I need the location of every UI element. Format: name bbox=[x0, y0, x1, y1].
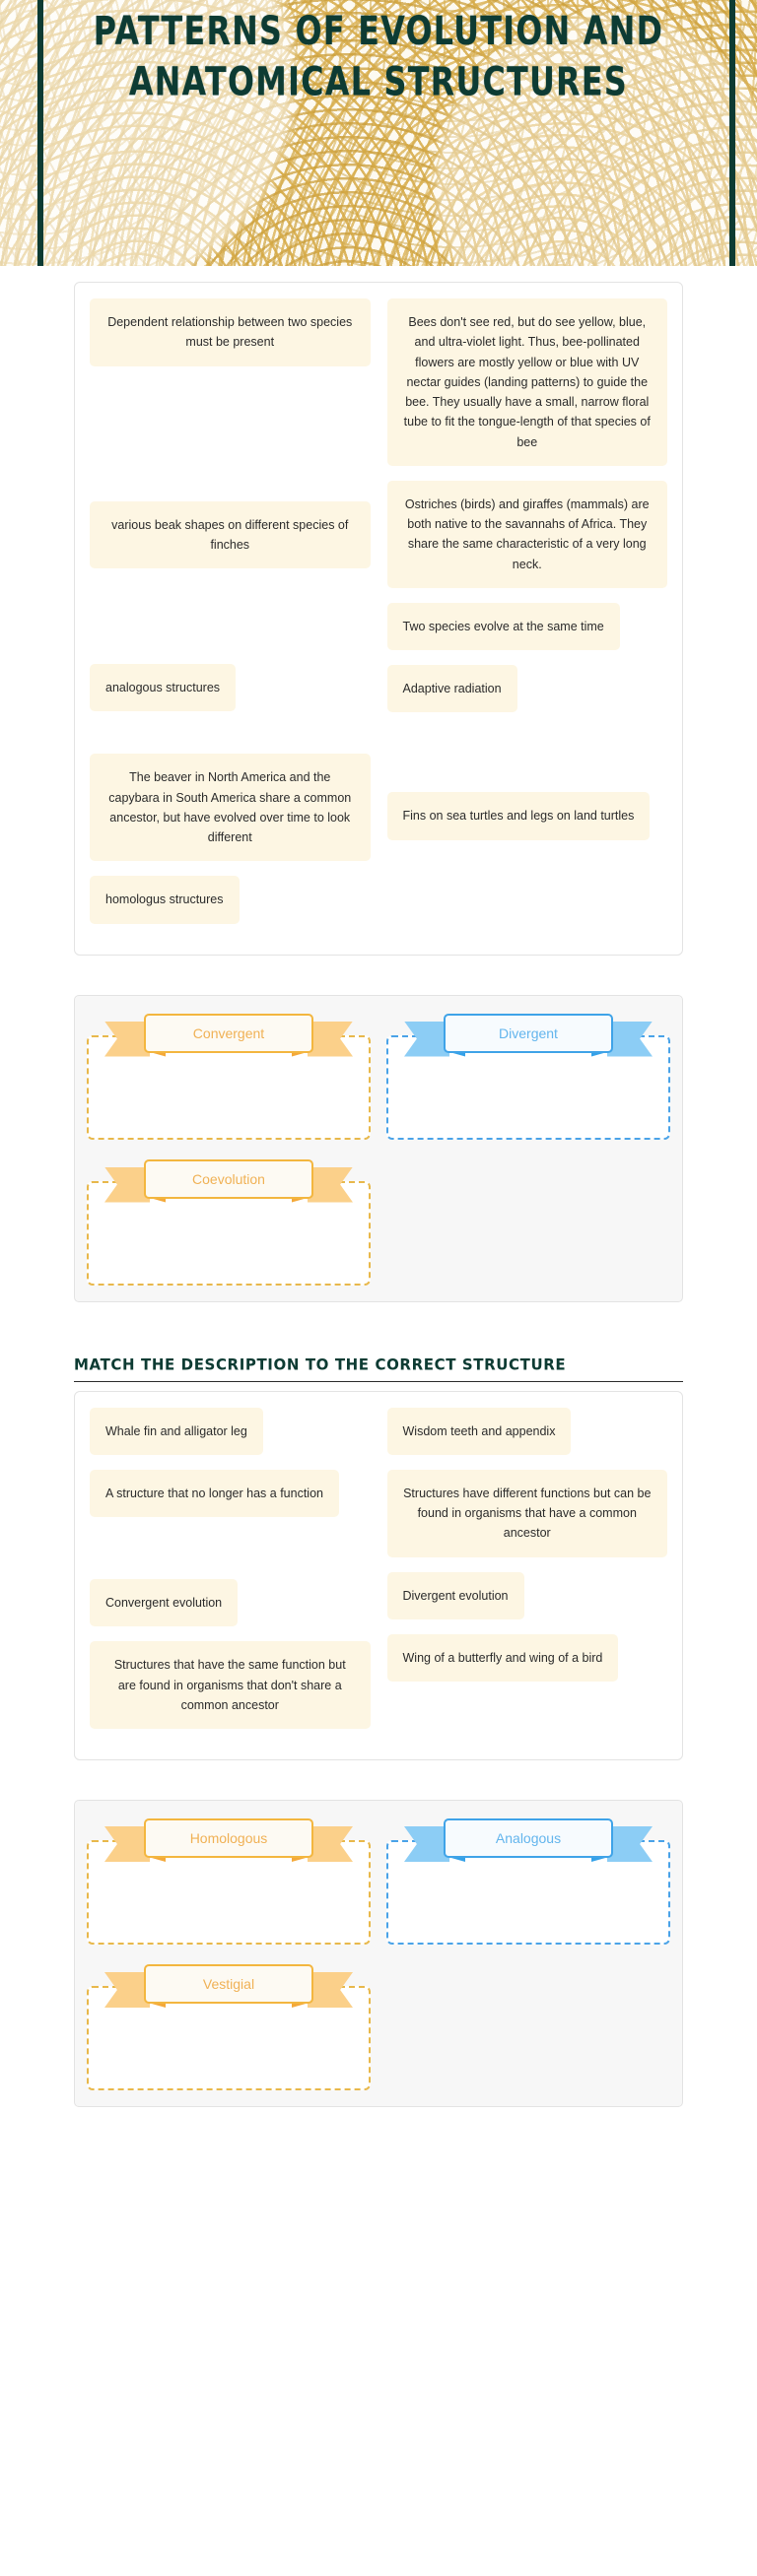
banner-rule-left bbox=[37, 0, 43, 266]
match-cell[interactable]: Adaptive radiation bbox=[386, 665, 517, 713]
match-cell[interactable]: Ostriches (birds) and giraffes (mammals)… bbox=[386, 480, 667, 588]
match-cell[interactable]: Whale fin and alligator leg bbox=[90, 1407, 263, 1455]
match-cell[interactable]: analogous structures bbox=[90, 664, 237, 712]
match-table-2-grid: Whale fin and alligator leg A structure … bbox=[75, 1392, 682, 1760]
match-cell[interactable]: Bees don't see red, but do see yellow, b… bbox=[386, 298, 667, 466]
match-cell[interactable]: A structure that no longer has a functio… bbox=[90, 1469, 339, 1517]
ribbon-divergent: Divergent bbox=[404, 1013, 653, 1057]
ribbon-homologous: Homologous bbox=[104, 1818, 353, 1862]
ribbon-label: Homologous bbox=[144, 1818, 313, 1858]
match-cell[interactable]: Two species evolve at the same time bbox=[386, 602, 620, 650]
dropzone-panel-2: Homologous Analogous Vestigial bbox=[74, 1800, 683, 2107]
ribbon-vestigial: Vestigial bbox=[104, 1964, 353, 2008]
match-cell[interactable]: various beak shapes on different species… bbox=[90, 500, 371, 568]
match-table-2-right-column: Wisdom teeth and appendix Structures hav… bbox=[386, 1407, 667, 1697]
ribbon-analogous: Analogous bbox=[404, 1818, 653, 1862]
section-heading-match-description: Match the description to the correct str… bbox=[74, 1354, 567, 1374]
banner-rule-right bbox=[729, 0, 735, 266]
match-cell[interactable]: Wing of a butterfly and wing of a bird bbox=[386, 1633, 619, 1682]
dropzone-vestigial[interactable]: Vestigial bbox=[87, 1964, 371, 2090]
dropzone-divergent[interactable]: Divergent bbox=[386, 1013, 670, 1140]
match-cell[interactable]: Structures have different functions but … bbox=[386, 1469, 667, 1557]
section-heading-rule bbox=[74, 1380, 683, 1382]
match-cell[interactable]: Fins on sea turtles and legs on land tur… bbox=[386, 792, 651, 840]
match-cell[interactable]: The beaver in North America and the capy… bbox=[90, 754, 371, 862]
ribbon-label: Analogous bbox=[444, 1818, 613, 1858]
match-cell[interactable]: Wisdom teeth and appendix bbox=[386, 1407, 572, 1455]
match-cell[interactable]: Dependent relationship between two speci… bbox=[90, 298, 371, 366]
ribbon-label: Vestigial bbox=[144, 1964, 313, 2004]
page-title: PATTERNS OF EVOLUTION AND ANATOMICAL STR… bbox=[93, 7, 664, 105]
dropzone-homologous[interactable]: Homologous bbox=[87, 1818, 371, 1945]
match-table-1-left-column: Dependent relationship between two speci… bbox=[90, 298, 371, 939]
match-table-1-right-column: Bees don't see red, but do see yellow, b… bbox=[386, 298, 667, 855]
match-cell[interactable]: homologus structures bbox=[90, 876, 240, 924]
match-table-2: Whale fin and alligator leg A structure … bbox=[74, 1390, 683, 1760]
dropzone-convergent[interactable]: Convergent bbox=[87, 1013, 371, 1140]
glitter-speckle bbox=[0, 0, 757, 266]
ribbon-label: Coevolution bbox=[144, 1158, 313, 1199]
ribbon-coevolution: Coevolution bbox=[104, 1158, 353, 1203]
ribbon-label: Divergent bbox=[444, 1013, 613, 1053]
match-cell[interactable]: Convergent evolution bbox=[90, 1579, 239, 1627]
ribbon-convergent: Convergent bbox=[104, 1013, 353, 1057]
dropzone-analogous[interactable]: Analogous bbox=[386, 1818, 670, 1945]
match-table-2-left-column: Whale fin and alligator leg A structure … bbox=[90, 1407, 371, 1745]
dropzone-panel-1: Convergent Divergent Coevolution bbox=[74, 994, 683, 1302]
match-cell[interactable]: Divergent evolution bbox=[386, 1571, 524, 1619]
ribbon-label: Convergent bbox=[144, 1013, 313, 1053]
match-table-1-grid: Dependent relationship between two speci… bbox=[75, 283, 682, 955]
dropzone-coevolution[interactable]: Coevolution bbox=[87, 1158, 371, 1286]
match-cell[interactable]: Structures that have the same function b… bbox=[90, 1641, 371, 1729]
match-table-1: Dependent relationship between two speci… bbox=[74, 282, 683, 956]
header-banner: PATTERNS OF EVOLUTION AND ANATOMICAL STR… bbox=[0, 0, 757, 266]
